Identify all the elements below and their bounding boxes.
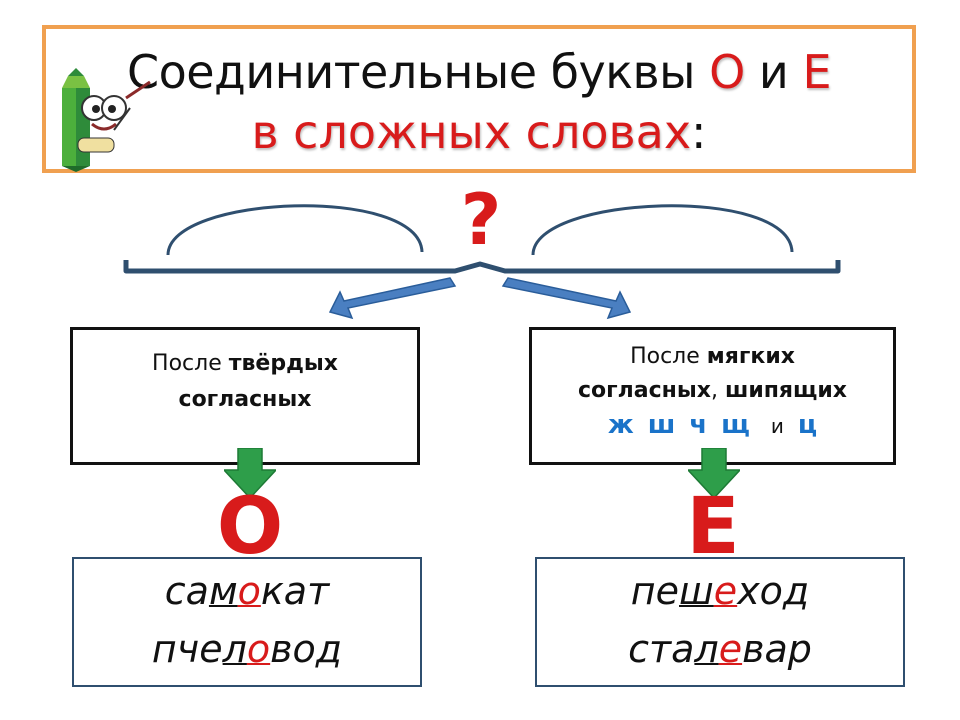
word-part: кат bbox=[260, 569, 330, 613]
question-mark: ? bbox=[460, 179, 502, 261]
title-letter-e: Е bbox=[802, 45, 832, 99]
green-down-arrow-icon bbox=[688, 448, 740, 498]
word-part: пче bbox=[151, 627, 223, 671]
title-conj: и bbox=[744, 45, 803, 99]
word-part: вар bbox=[742, 627, 812, 671]
connecting-vowel: о bbox=[237, 569, 261, 613]
connecting-vowel: е bbox=[713, 569, 738, 613]
consonant-zh: ж bbox=[607, 410, 634, 440]
big-letter-e: Е bbox=[686, 482, 740, 572]
examples-box-o: самокат пчеловод bbox=[72, 557, 422, 687]
connecting-vowel: е bbox=[718, 627, 743, 671]
title-prefix: Соединительные буквы bbox=[126, 45, 710, 99]
rule-left-bold1: твёрдых bbox=[228, 351, 338, 376]
word-consonant: ш bbox=[679, 569, 714, 613]
example-word: самокат bbox=[74, 562, 420, 620]
title-line-2: в сложных словах: bbox=[46, 105, 912, 159]
rule-left-bold2: согласных bbox=[178, 387, 312, 412]
consonant-ts: ц bbox=[797, 410, 818, 440]
connecting-vowel: о bbox=[246, 627, 271, 671]
pencil-mascot-icon bbox=[62, 68, 151, 172]
big-letter-o: О bbox=[216, 482, 284, 572]
example-word: сталевар bbox=[537, 620, 903, 678]
consonant-sh: ш bbox=[647, 410, 676, 440]
word-part: пе bbox=[630, 569, 680, 613]
rule-box-soft: После мягких согласных, шипящих ж ш ч щ … bbox=[529, 327, 896, 465]
word-part: ход bbox=[737, 569, 810, 613]
split-diagram bbox=[123, 204, 841, 320]
title-line-1: Соединительные буквы О и Е bbox=[46, 45, 912, 99]
rule-right-prefix: После bbox=[630, 344, 707, 369]
example-word: пчеловод bbox=[74, 620, 420, 678]
bottom-bracket bbox=[123, 260, 841, 274]
consonant-ch: ч bbox=[689, 410, 708, 440]
title-line2-colon: : bbox=[691, 105, 707, 159]
rule-left-prefix: После bbox=[152, 351, 229, 376]
word-consonant: м bbox=[208, 569, 238, 613]
consonant-shch: щ bbox=[721, 410, 750, 440]
rule-right-and: и bbox=[770, 414, 784, 438]
word-part: ста bbox=[628, 627, 695, 671]
left-arc bbox=[166, 204, 424, 256]
word-consonant: л bbox=[694, 627, 719, 671]
word-part: вод bbox=[270, 627, 343, 671]
examples-box-e: пешеход сталевар bbox=[535, 557, 905, 687]
rule-right-bold2: согласных bbox=[578, 378, 711, 403]
title-line2-main: в сложных словах bbox=[251, 105, 692, 159]
title-box: Соединительные буквы О и Е в сложных сло… bbox=[42, 25, 916, 173]
blue-arrow-right-icon bbox=[501, 277, 632, 320]
green-down-arrow-icon bbox=[224, 448, 276, 498]
word-part: са bbox=[164, 569, 209, 613]
example-word: пешеход bbox=[537, 562, 903, 620]
rule-right-comma: , bbox=[710, 378, 725, 403]
title-letter-o: О bbox=[709, 45, 745, 99]
rule-right-bold1: мягких bbox=[706, 344, 795, 369]
rule-right-bold3: шипящих bbox=[724, 378, 847, 403]
word-consonant: л bbox=[222, 627, 247, 671]
rule-box-hard: После твёрдых согласных bbox=[70, 327, 420, 465]
right-arc bbox=[531, 204, 794, 256]
blue-arrow-left-icon bbox=[328, 277, 457, 320]
